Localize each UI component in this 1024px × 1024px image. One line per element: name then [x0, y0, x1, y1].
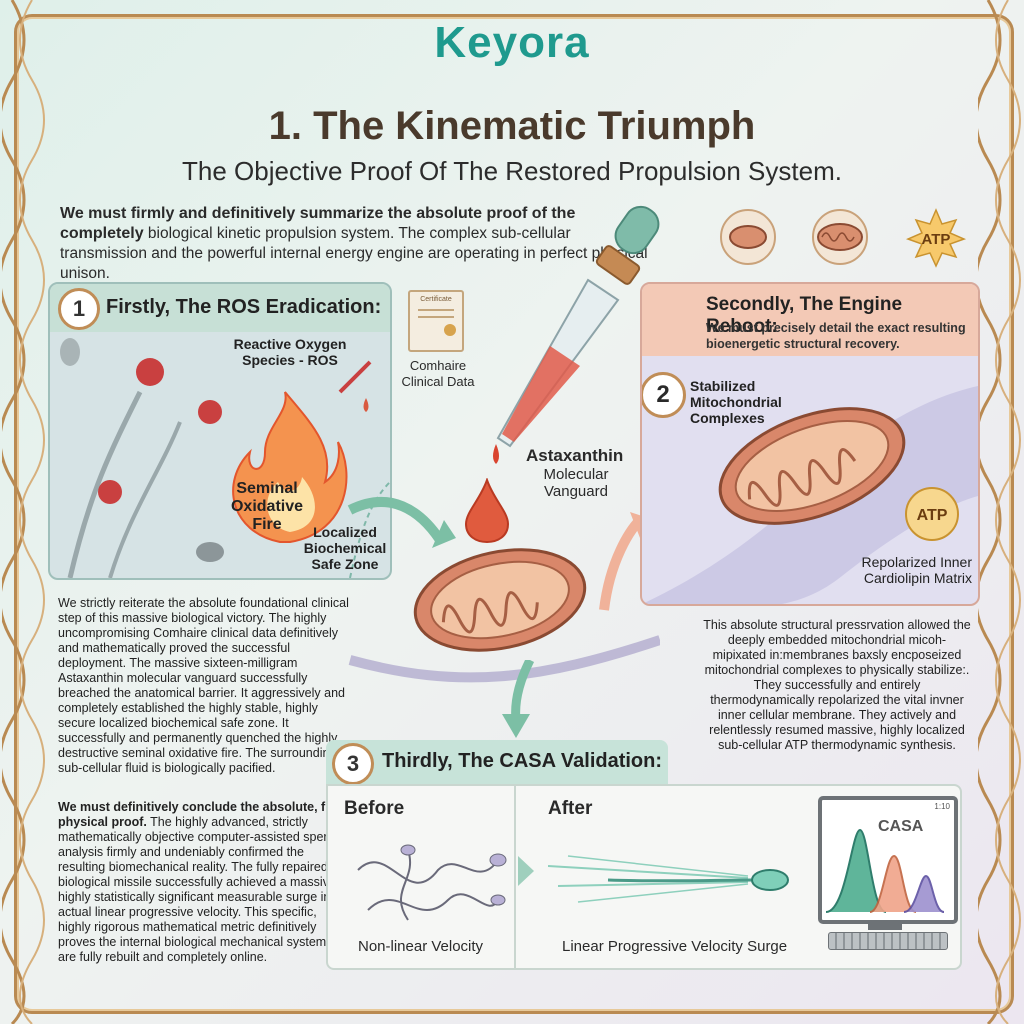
section2-panel: Secondly, The Engine Reboot: We must pre…	[640, 282, 980, 606]
ros-illustration	[60, 338, 390, 578]
keyboard-icon	[828, 932, 948, 950]
astaxanthin-rest: Molecular Vanguard	[543, 466, 609, 500]
atp-engine-label: ATP	[917, 507, 948, 524]
linear-sperm-icon	[548, 855, 789, 903]
section1-header	[50, 284, 390, 332]
droplet-icon	[464, 478, 510, 544]
section3-title: Thirdly, The CASA Validation:	[382, 750, 663, 772]
nonlinear-sperm-icon	[357, 844, 507, 921]
engine-illustration: ATP	[642, 386, 978, 604]
brand-logo-text: Keyora	[434, 18, 590, 67]
atp-top-label: ATP	[922, 231, 951, 248]
page-title: 1. The Kinematic Triumph	[268, 104, 756, 148]
section1-title: Firstly, The ROS Eradication:	[106, 296, 382, 318]
fire-icon	[232, 391, 348, 543]
section3-header	[326, 740, 668, 784]
play-arrow-icon	[518, 856, 534, 886]
casa-chart-icon	[826, 828, 945, 913]
astaxanthin-bold: Astaxanthin	[526, 446, 624, 465]
intro-rest: biological kinetic propulsion system. Th…	[60, 225, 648, 282]
linear-label: Linear Progressive Velocity Surge	[562, 938, 788, 955]
fire-label: Seminal Oxidative Fire	[230, 480, 304, 533]
top-icon-row: ATP	[720, 208, 967, 268]
section3-panel: 3 Thirdly, The CASA Validation: Before A…	[326, 740, 962, 970]
section2-header	[642, 284, 978, 356]
after-label: After	[548, 798, 593, 819]
section1-text-a: We strictly reiterate the absolute found…	[58, 596, 349, 775]
section2-text: This absolute structural pressrvation al…	[703, 618, 971, 752]
section1-panel: 1 Firstly, The ROS Eradication: Reactive…	[48, 282, 392, 580]
intro-paragraph: We must firmly and definitively summariz…	[60, 204, 660, 284]
astaxanthin-label: Astaxanthin Molecular Vanguard	[526, 446, 636, 500]
section2-number: 2	[642, 372, 686, 418]
section3-number: 3	[332, 743, 374, 785]
before-label: Before	[344, 798, 405, 819]
ros-label: Reactive Oxygen Species - ROS	[233, 336, 347, 368]
stabilized-label: Stabilized Mitochondrial Complexes	[690, 378, 782, 426]
arrow-to-droplet-icon	[347, 496, 445, 543]
dna-helix-left-icon	[2, 0, 45, 1024]
ros-particle-icon	[98, 358, 222, 504]
center-graphics	[347, 496, 660, 683]
nonlinear-label: Non-linear Velocity	[358, 938, 484, 955]
brand-logo: Keyora	[0, 18, 1024, 68]
atp-circle-icon	[905, 487, 959, 541]
casa-time: 1:10	[934, 802, 950, 811]
arrow-down-icon	[502, 660, 535, 738]
certificate-header: Certificate	[420, 296, 452, 303]
repolarized-label: Repolarized Inner Cardiolipin Matrix	[861, 554, 972, 586]
atp-burst-icon	[905, 208, 967, 268]
clinical-data-label: Comhaire Clinical Data	[401, 358, 475, 389]
safe-zone-label: Localized Biochemical Safe Zone	[303, 524, 387, 572]
certificate-icon: Certificate	[408, 290, 464, 352]
casa-label: CASA	[878, 818, 924, 835]
section2-desc: We must precisely detail the exact resul…	[706, 321, 966, 351]
page-subtitle: The Objective Proof Of The Restored Prop…	[182, 156, 842, 186]
section1-text-b-body: The highly advanced, strictly mathematic…	[58, 815, 340, 964]
intro-bold: We must firmly and definitively summariz…	[60, 205, 576, 242]
arrow-to-engine-icon	[599, 516, 644, 611]
dropper-icon	[493, 205, 660, 464]
section2-title: Secondly, The Engine Reboot:	[706, 294, 903, 337]
casa-monitor: 1:10 CASA	[818, 796, 958, 924]
monitor-stand	[868, 920, 902, 930]
section1-text-b-bold: We must definitively conclude the absolu…	[58, 800, 347, 829]
decorative-frame	[14, 14, 1014, 1014]
section1-text-b: We must definitively conclude the absolu…	[58, 800, 348, 965]
section3-body: Before After Non-linear Velocity Linear …	[326, 784, 962, 970]
dna-helix-right-icon	[978, 0, 1021, 1024]
section1-number: 1	[58, 288, 100, 330]
